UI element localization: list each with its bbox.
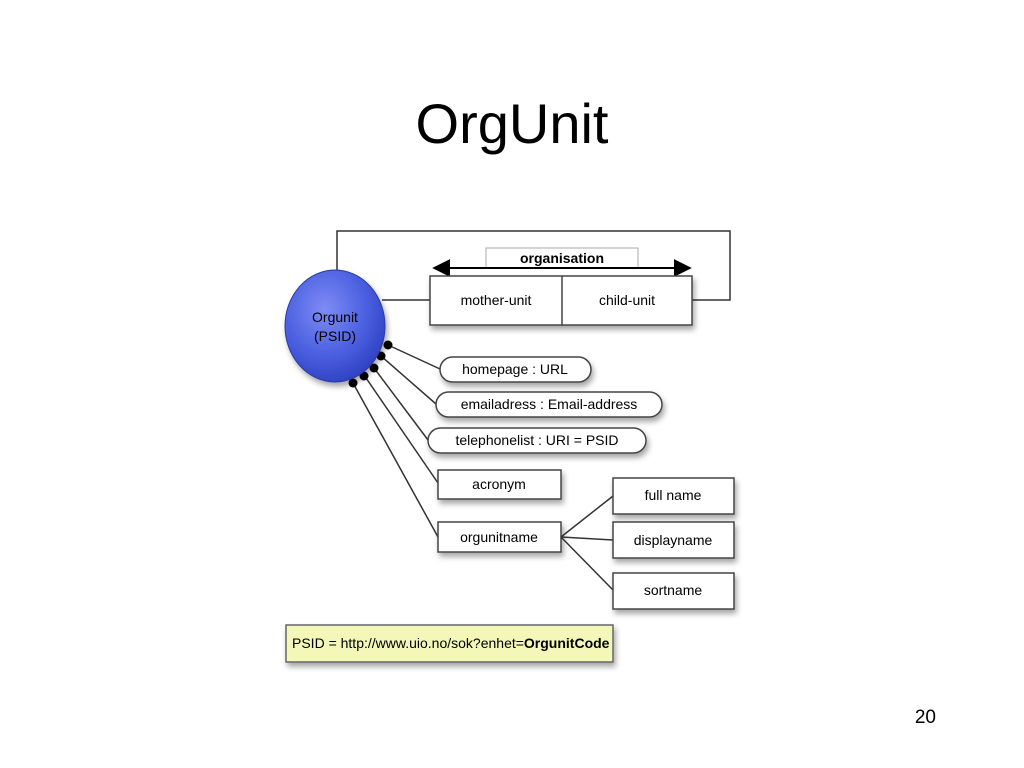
attr-homepage: homepage : URL xyxy=(462,361,568,377)
orgunit-entity xyxy=(284,269,386,383)
organisation-label: organisation xyxy=(520,250,604,266)
name-part-full-name: full name xyxy=(645,487,702,503)
attr-emailadress: emailadress : Email-address xyxy=(461,396,638,412)
footnote-prefix: PSID = http://www.uio.no/sok?enhet= xyxy=(292,635,524,651)
footnote-text: PSID = http://www.uio.no/sok?enhet=Orgun… xyxy=(292,635,610,651)
child-unit-label: child-unit xyxy=(599,292,655,308)
relation-boxes xyxy=(429,275,693,326)
entity-label-line1: Orgunit xyxy=(312,309,358,325)
entity-label-line2: (PSID) xyxy=(314,328,356,344)
box-attributes xyxy=(437,469,562,553)
attribute-connectors xyxy=(352,344,441,538)
oval-attributes xyxy=(427,356,663,454)
attr-orgunitname: orgunitname xyxy=(460,529,538,545)
self-relation-line xyxy=(336,230,731,301)
name-part-displayname: displayname xyxy=(634,532,713,548)
name-part-sortname: sortname xyxy=(644,582,703,598)
attr-telephonelist: telephonelist : URI = PSID xyxy=(455,432,618,448)
name-part-connectors xyxy=(560,495,614,591)
footnote-box xyxy=(285,624,614,663)
name-part-boxes xyxy=(612,477,735,610)
slide-title: OrgUnit xyxy=(415,92,609,155)
footnote-bold: OrgunitCode xyxy=(524,635,610,651)
attr-acronym: acronym xyxy=(472,476,526,492)
mother-unit-label: mother-unit xyxy=(461,292,532,308)
page-number: 20 xyxy=(914,707,936,728)
